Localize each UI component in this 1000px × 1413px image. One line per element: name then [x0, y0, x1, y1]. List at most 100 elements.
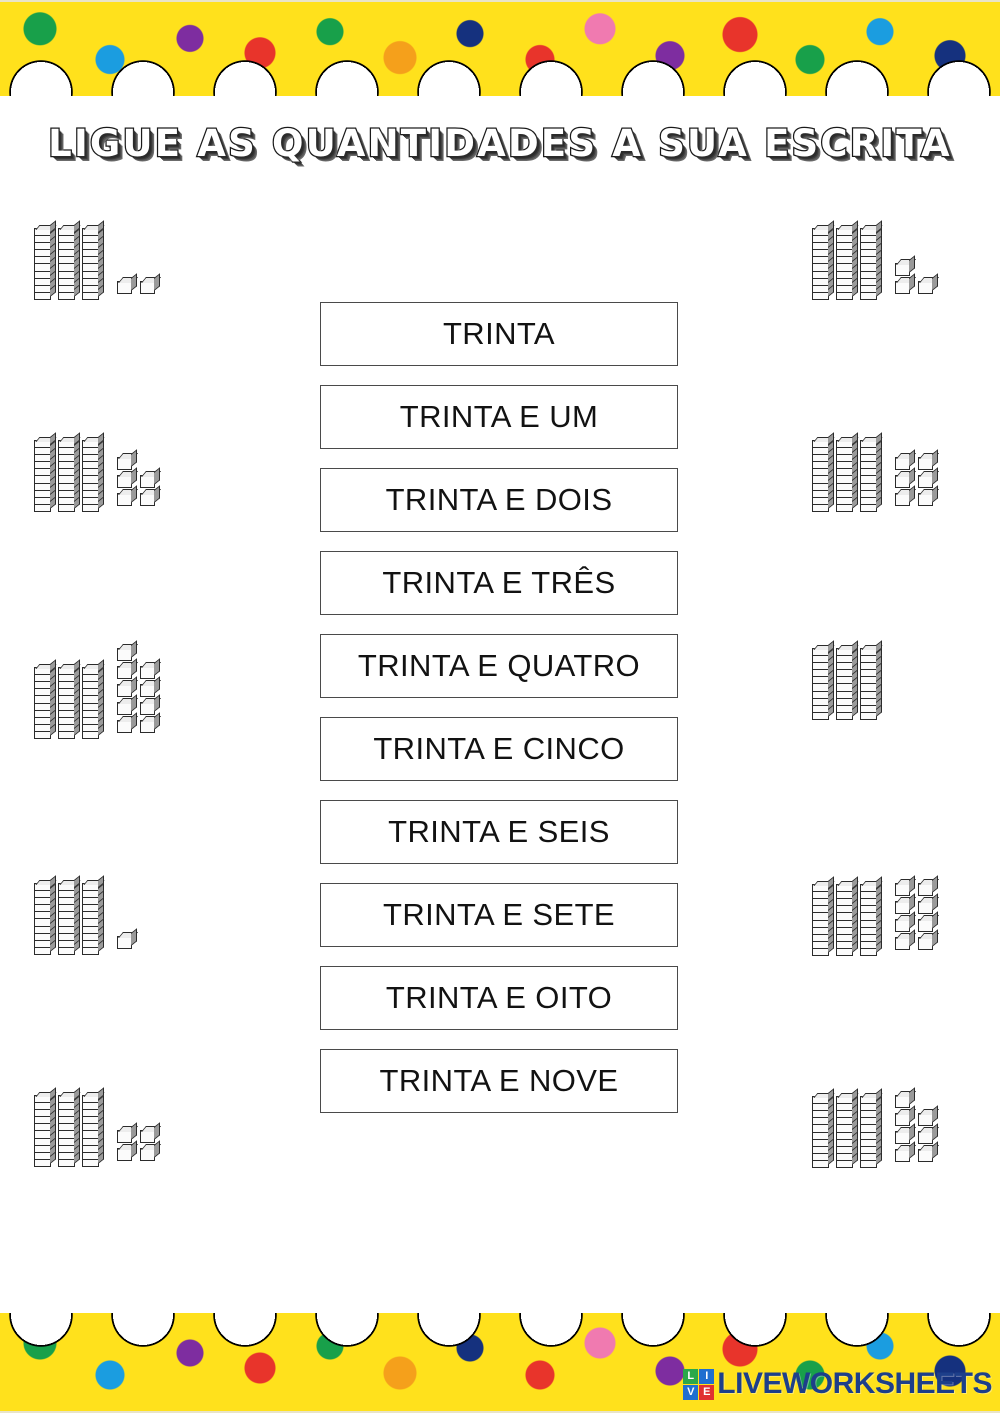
unit-cube [117, 720, 132, 733]
unit-cube-row [895, 919, 933, 932]
word-box-trinta-e-nove[interactable]: TRINTA E NOVE [320, 1049, 678, 1113]
tens-rod [812, 228, 829, 301]
logo-cell-v: V [683, 1384, 699, 1400]
quantity-right-4 [812, 883, 933, 957]
tens-rod [836, 648, 853, 721]
unit-cube [918, 456, 933, 470]
unit-cube [117, 935, 132, 949]
unit-cube [895, 1113, 910, 1126]
word-box-trinta-e-oito[interactable]: TRINTA E OITO [320, 966, 678, 1030]
quantity-right-1 [812, 228, 933, 301]
unit-cube [117, 648, 132, 661]
tens-rods [812, 1096, 877, 1169]
quantity-right-3 [812, 648, 877, 721]
rod-segment [82, 291, 99, 301]
rod-segment [860, 1159, 877, 1169]
tens-rod [860, 440, 877, 513]
unit-cube-row [895, 456, 933, 470]
word-box-trinta-e-tres[interactable]: TRINTA E TRÊS [320, 551, 678, 615]
word-box-trinta-e-quatro[interactable]: TRINTA E QUATRO [320, 634, 678, 698]
unit-cube-row [117, 280, 155, 294]
top-border-band [0, 0, 1000, 96]
tens-rods [34, 1095, 99, 1168]
tens-rods [34, 228, 99, 301]
unit-cube [117, 1129, 132, 1143]
tens-rod [58, 228, 75, 301]
unit-cube [918, 919, 933, 932]
rod-segment [836, 291, 853, 301]
tens-rod [860, 1096, 877, 1169]
unit-cube [895, 474, 910, 488]
word-box-trinta-e-sete[interactable]: TRINTA E SETE [320, 883, 678, 947]
unit-cube [140, 1129, 155, 1143]
word-box-trinta-e-dois[interactable]: TRINTA E DOIS [320, 468, 678, 532]
tens-rod [812, 648, 829, 721]
unit-cubes [117, 280, 155, 299]
unit-cube [918, 937, 933, 950]
unit-cube [895, 1149, 910, 1162]
logo-cell-i: I [699, 1368, 715, 1384]
unit-cube [140, 492, 155, 506]
unit-cube [895, 492, 910, 506]
quantity-left-2 [34, 440, 155, 513]
tens-rod [836, 440, 853, 513]
rod-segment [812, 1159, 829, 1169]
unit-cube-row [117, 648, 132, 661]
unit-cube [895, 280, 910, 294]
unit-cube-row [117, 1129, 155, 1143]
tens-rod [34, 667, 51, 740]
unit-cube-row [895, 1149, 933, 1162]
tens-rod [34, 1095, 51, 1168]
page-title: LIGUE AS QUANTIDADES A SUA ESCRITA [47, 121, 952, 167]
unit-cube [117, 280, 132, 294]
liveworksheets-logo[interactable]: L I V E LIVEWORKSHEETS [683, 1367, 992, 1401]
quantity-left-1 [34, 228, 155, 301]
word-box-trinta-e-seis[interactable]: TRINTA E SEIS [320, 800, 678, 864]
tens-rod [860, 884, 877, 957]
unit-cube [918, 492, 933, 506]
word-box-trinta-e-cinco[interactable]: TRINTA E CINCO [320, 717, 678, 781]
tens-rod [82, 883, 99, 956]
quantity-left-4 [34, 883, 132, 956]
unit-cube [140, 702, 155, 715]
tens-rod [812, 1096, 829, 1169]
tens-rod [860, 648, 877, 721]
tens-rod [812, 884, 829, 957]
rod-segment [836, 503, 853, 513]
rod-segment [34, 730, 51, 740]
unit-cubes [895, 1095, 933, 1167]
bottom-border-hairline [0, 1411, 1000, 1413]
word-box-trinta[interactable]: TRINTA [320, 302, 678, 366]
unit-cube-row [895, 280, 933, 294]
rod-segment [82, 503, 99, 513]
tens-rod [58, 667, 75, 740]
word-box-trinta-e-um[interactable]: TRINTA E UM [320, 385, 678, 449]
unit-cube-row [895, 883, 933, 896]
tens-rod [34, 883, 51, 956]
unit-cube-row [895, 937, 933, 950]
tens-rod [34, 228, 51, 301]
tens-rod [82, 228, 99, 301]
quantity-left-5 [34, 1095, 155, 1168]
unit-cube [918, 1131, 933, 1144]
unit-cubes [895, 883, 933, 955]
tens-rod [34, 440, 51, 513]
unit-cube [895, 1095, 910, 1108]
tens-rod [836, 884, 853, 957]
unit-cube [140, 1147, 155, 1161]
rod-segment [58, 946, 75, 956]
rod-segment [836, 711, 853, 721]
top-border-hairline [0, 0, 1000, 2]
tens-rods [812, 228, 877, 301]
tens-rod [82, 440, 99, 513]
unit-cube [895, 883, 910, 896]
rod-segment [860, 711, 877, 721]
unit-cube [117, 702, 132, 715]
unit-cube [895, 937, 910, 950]
unit-cube [140, 280, 155, 294]
unit-cube [895, 262, 910, 276]
unit-cube-row [895, 1131, 933, 1144]
tens-rod [82, 667, 99, 740]
tens-rods [34, 440, 99, 513]
unit-cubes [895, 262, 933, 299]
